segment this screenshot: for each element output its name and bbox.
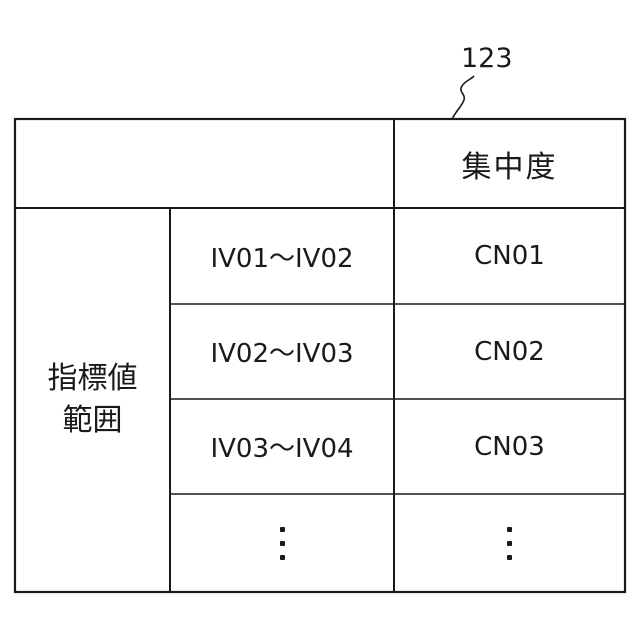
range-value-3: IV03～IV04 [210,428,353,465]
range-continuation-cell [170,494,394,592]
header-concentration-cell: 集中度 [394,119,625,208]
concentration-cell-2: CN02 [394,304,625,399]
concentration-cell-3: CN03 [394,399,625,494]
reference-numeral: 123 [461,44,513,74]
range-value-1: IV01～IV02 [210,238,353,275]
vertical-ellipsis-icon [507,527,512,560]
row-header-line-1: 指標値 [48,358,138,400]
vertical-ellipsis-icon [280,527,285,560]
range-value-2: IV02～IV03 [210,333,353,370]
concentration-continuation-cell [394,494,625,592]
concentration-value-1: CN01 [474,241,545,271]
range-cell-3: IV03～IV04 [170,399,394,494]
row-header-cell: 指標値 範囲 [15,208,170,592]
header-concentration-label: 集中度 [462,142,558,186]
range-cell-1: IV01～IV02 [170,208,394,304]
row-header-line-2: 範囲 [63,400,123,442]
concentration-cell-1: CN01 [394,208,625,304]
header-corner-cell [15,119,394,208]
concentration-value-3: CN03 [474,432,545,462]
concentration-value-2: CN02 [474,337,545,367]
range-cell-2: IV02～IV03 [170,304,394,399]
leader-line [452,76,474,119]
